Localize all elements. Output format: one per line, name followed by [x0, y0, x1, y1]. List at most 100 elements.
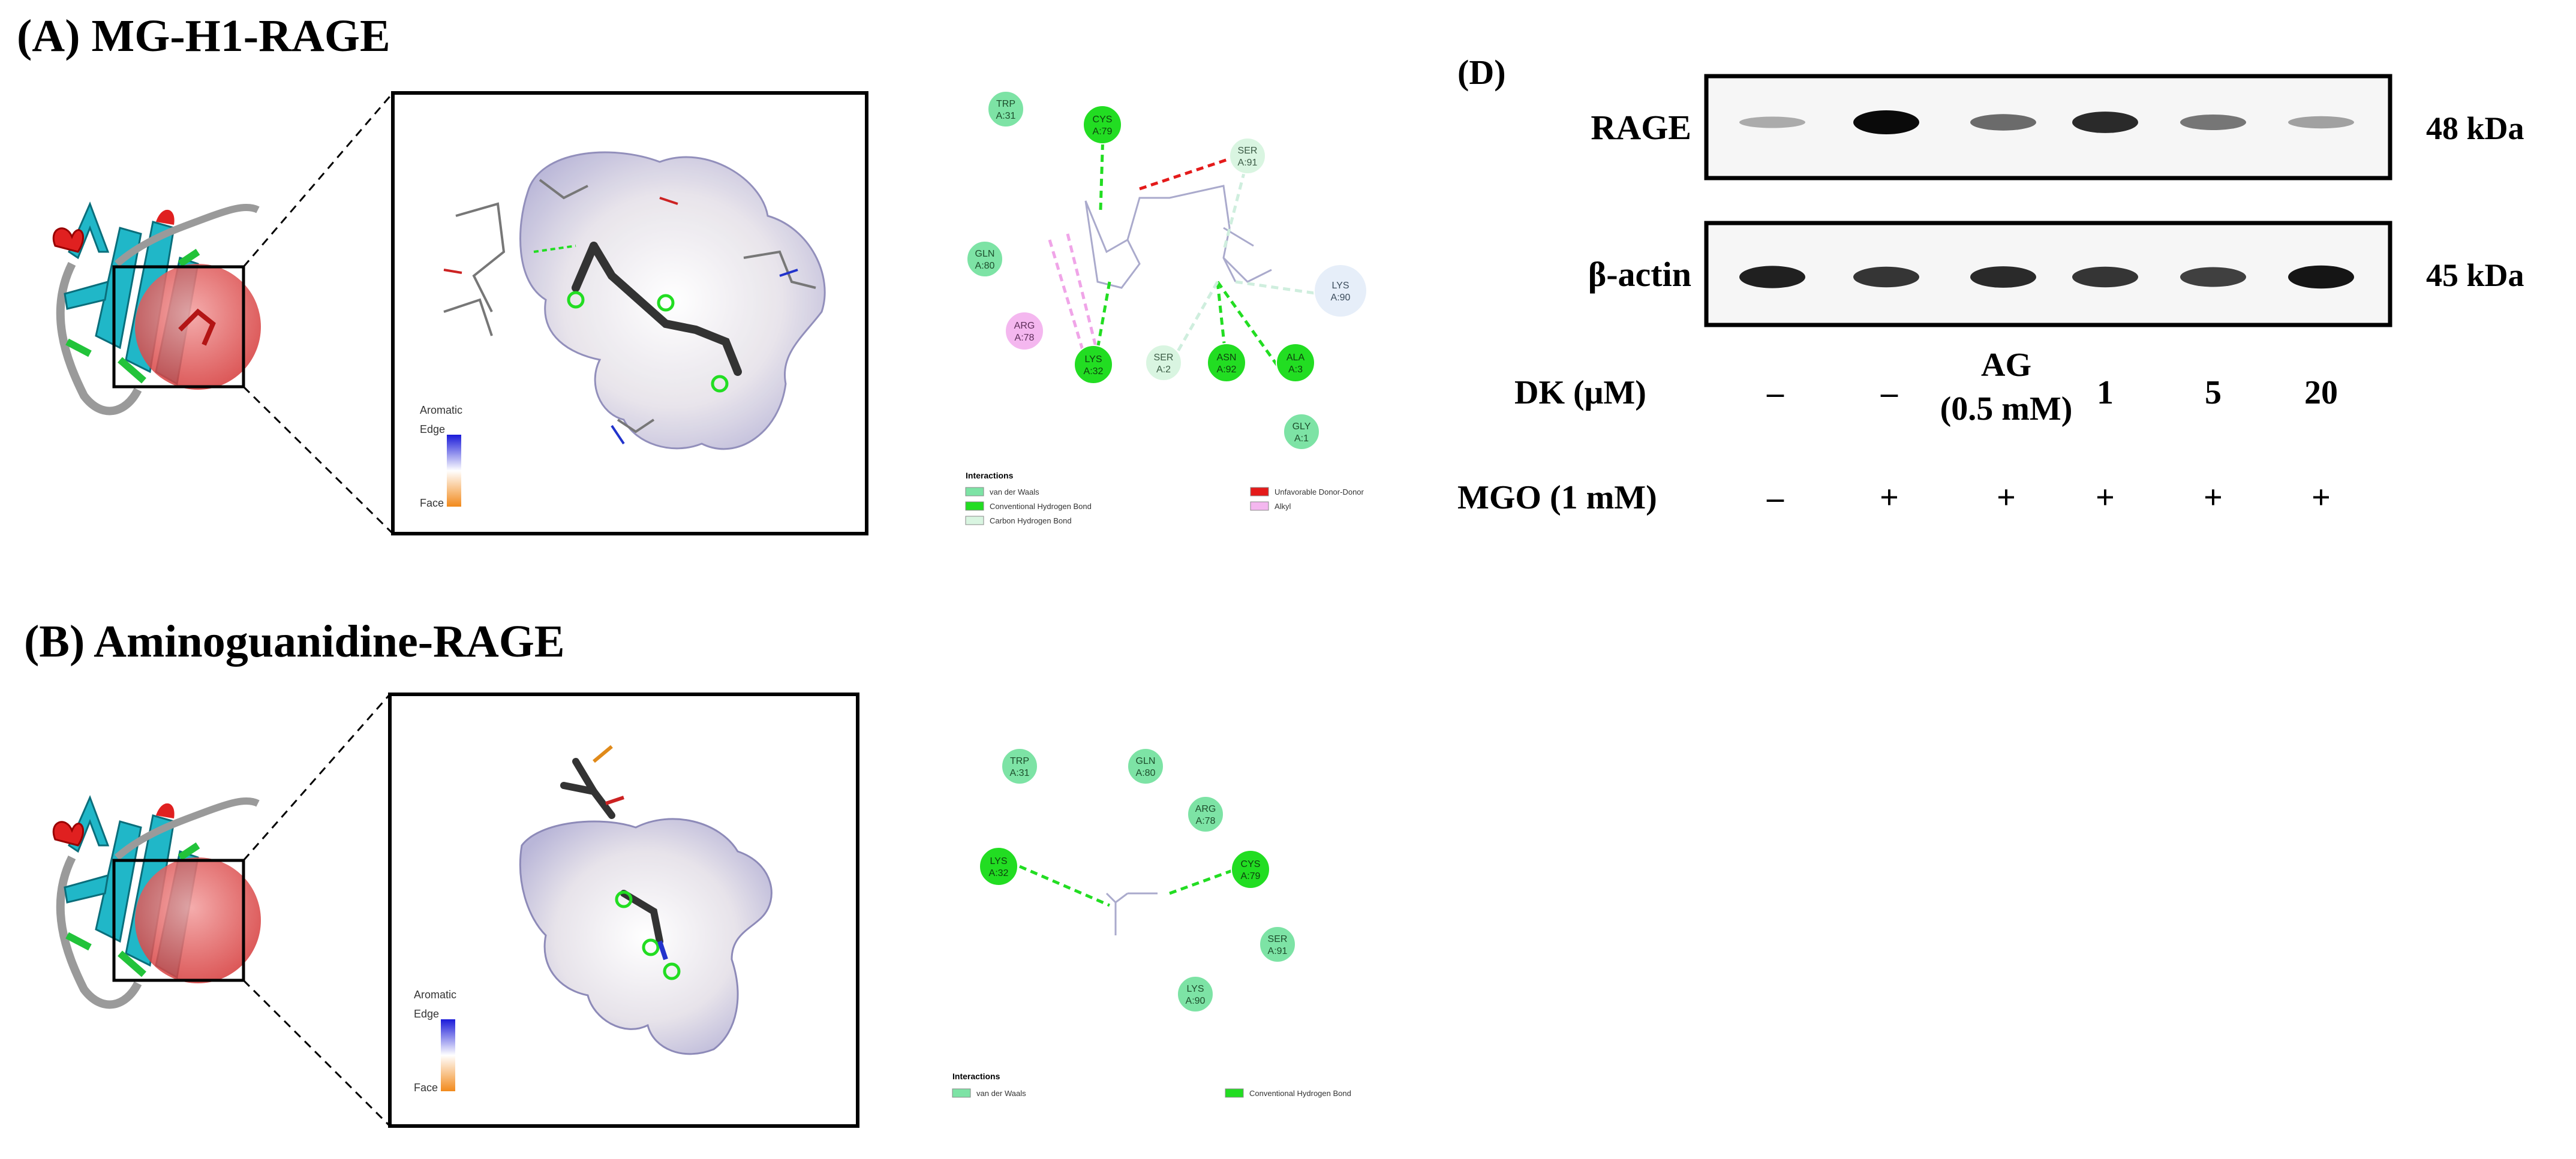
panel-d: (D) RAGE 48 kDa β-actin 45 kDa DK (μM) – – AG (… [1457, 53, 2524, 516]
blot-size-label: 45 kDa [2426, 257, 2524, 293]
interactions-legend-b: Interactions van der Waals Conventional H… [952, 1071, 1351, 1098]
condition-value: + [2312, 479, 2331, 516]
interaction-diagram-b: TRPA:31GLNA:80ARGA:78LYSA:32CYSA:79SERA:… [979, 748, 1296, 1013]
condition-value: 5 [2205, 374, 2222, 411]
residue-name: LYS [1084, 354, 1102, 365]
residue-number: A:31 [996, 111, 1016, 121]
panel-b: (B) Aminoguanidine-RAGE [24, 616, 1351, 1128]
legend-entry: Alkyl [1250, 501, 1291, 511]
residue-number: A:31 [1010, 768, 1030, 778]
residue-number: A:79 [1093, 127, 1113, 137]
residue-number: A:32 [989, 868, 1009, 878]
legend-b-face: Face [414, 1082, 438, 1094]
condition-value: 1 [2097, 374, 2114, 411]
protein-ribbon [52, 201, 261, 416]
legend-entry: Carbon Hydrogen Bond [965, 516, 1072, 525]
residue-cys79: CYS A:79 [1231, 850, 1270, 889]
legend-entry-label: van der Waals [976, 1089, 1026, 1098]
residue-number: A:2 [1156, 365, 1171, 375]
legend-entry: van der Waals [952, 1088, 1026, 1098]
condition-value: – [1880, 374, 1898, 411]
legend-entry-label: Conventional Hydrogen Bond [1249, 1089, 1351, 1098]
residue-number: A:80 [1136, 768, 1156, 778]
condition-value: 20 [2304, 374, 2338, 411]
condition-value: + [1880, 479, 1899, 516]
condition-value: (0.5 mM) [1940, 390, 2073, 428]
legend-entry-label: van der Waals [990, 487, 1039, 496]
panel-a: (A) MG-H1-RAGE [17, 11, 1367, 535]
western-blots: RAGE 48 kDa β-actin 45 kDa [1588, 74, 2524, 327]
residue-lys90: LYS A:90 [1177, 976, 1214, 1013]
condition-value: – [1766, 479, 1784, 516]
legend-b-gradient [441, 1019, 455, 1091]
residue-cys79: CYS A:79 [1083, 105, 1122, 145]
residue-gln80: GLN A:80 [1127, 748, 1164, 785]
legend-b-edge: Edge [414, 1008, 439, 1020]
protein-ribbon-b [52, 795, 261, 1009]
residue-name: LYS [1331, 281, 1349, 291]
blot-band [1853, 266, 1919, 288]
panel-a-title: (A) MG-H1-RAGE [17, 11, 390, 61]
blot-protein-label: RAGE [1591, 108, 1691, 147]
legend-a-face: Face [420, 497, 444, 509]
residue-name: ARG [1195, 804, 1216, 814]
residue-number: A:91 [1238, 158, 1258, 168]
blot-protein-label: β-actin [1588, 255, 1691, 294]
residue-number: A:80 [975, 261, 995, 271]
blot-band [1970, 266, 2036, 288]
blot-0: RAGE 48 kDa [1591, 74, 2524, 180]
blot-band [1853, 110, 1919, 134]
panel-d-title: (D) [1457, 53, 1506, 92]
blot-size-label: 48 kDa [2426, 110, 2524, 146]
legend-a-title: Aromatic [420, 404, 462, 416]
residue-number: A:1 [1294, 434, 1309, 444]
residue-name: ARG [1014, 321, 1035, 331]
legend-entry-label: Conventional Hydrogen Bond [990, 502, 1092, 511]
blot-1: β-actin 45 kDa [1588, 221, 2524, 327]
legend-a-edge: Edge [420, 423, 445, 435]
blot-band [2180, 267, 2246, 287]
binding-pocket-view: Aromatic Edge Face [391, 91, 868, 535]
residue-name: SER [1268, 934, 1288, 944]
residue-trp31: TRP A:31 [987, 91, 1024, 128]
legend-entry-label: Unfavorable Donor-Donor [1275, 487, 1364, 496]
blot-band [2072, 112, 2138, 133]
residue-number: A:79 [1241, 871, 1261, 881]
residue-name: GLN [1136, 756, 1156, 766]
residue-number: A:92 [1217, 365, 1237, 375]
blot-band [2288, 116, 2354, 129]
residue-name: LYS [1186, 984, 1204, 994]
legend-a-gradient [447, 435, 461, 507]
residue-name: CYS [1241, 859, 1261, 869]
blot-band [1739, 116, 1805, 128]
residue-number: A:90 [1331, 293, 1351, 303]
blot-band [1739, 266, 1805, 288]
condition-label: MGO (1 mM) [1457, 479, 1657, 516]
condition-value: AG [1981, 347, 2031, 384]
residue-number: A:90 [1186, 996, 1206, 1006]
residue-name: TRP [996, 99, 1015, 109]
condition-label: DK (μM) [1514, 374, 1646, 411]
legend-entry: Conventional Hydrogen Bond [965, 501, 1092, 511]
binding-pocket-view-b: Aromatic Edge Face [388, 693, 859, 1128]
legend-entry-label: Alkyl [1275, 502, 1291, 511]
residue-number: A:32 [1084, 366, 1104, 377]
blot-band [2180, 115, 2246, 130]
legend-entry: Conventional Hydrogen Bond [1225, 1088, 1351, 1098]
interactions-legend-a-title: Interactions [966, 471, 1014, 480]
interactions-legend-b-title: Interactions [952, 1071, 1000, 1081]
residue-name: CYS [1093, 115, 1113, 125]
